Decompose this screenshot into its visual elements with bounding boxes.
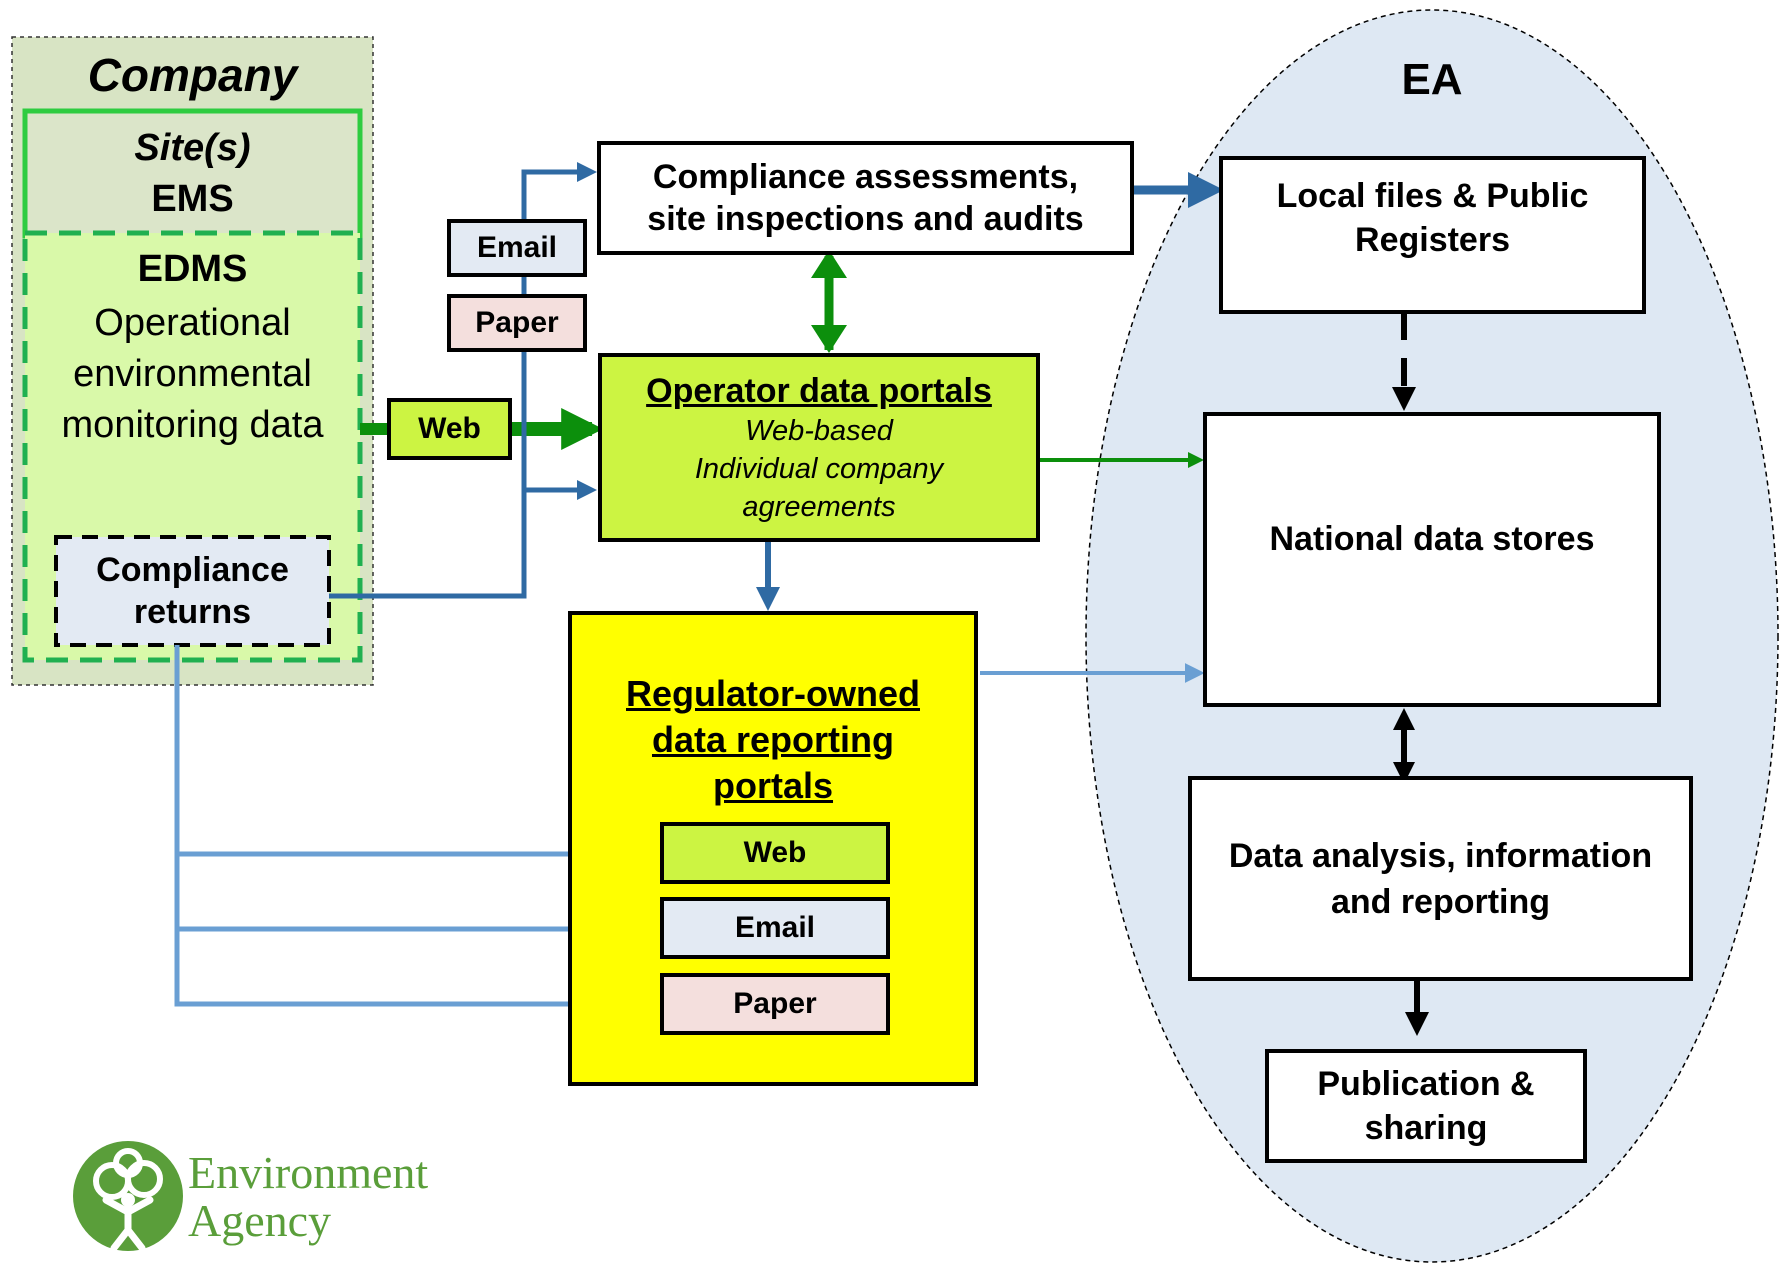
- regulator-portals-title: Regulator-owned data reporting portals: [626, 673, 920, 806]
- ems-label: EMS: [151, 178, 234, 220]
- logo-line2: Agency: [188, 1195, 332, 1246]
- regulator-web: Web: [660, 822, 890, 884]
- compliance-returns-label: Compliance returns: [96, 551, 289, 631]
- regulator-paper: Paper: [660, 973, 890, 1035]
- operator-portals-box: Operator data portals Web-based Individu…: [598, 353, 1040, 542]
- channel-web: Web: [387, 398, 512, 460]
- edms-description: Operational environmental monitoring dat…: [61, 302, 324, 446]
- operator-portals-title: Operator data portals: [646, 371, 992, 410]
- arrow-returns-to-regulator: [174, 645, 662, 1017]
- arrowhead-operator-down: [811, 325, 847, 353]
- logo-line1: Environment: [188, 1147, 429, 1198]
- environment-agency-logo-icon: [73, 1141, 183, 1252]
- data-analysis-box: Data analysis, information and reporting: [1188, 776, 1693, 981]
- ea-title: EA: [1401, 55, 1463, 104]
- arrowhead-analysis-down: [1393, 762, 1415, 784]
- local-files-box: Local files & Public Registers: [1219, 156, 1646, 314]
- compliance-assessments-box: Compliance assessments, site inspections…: [597, 141, 1134, 255]
- site-title: Site(s): [134, 127, 251, 169]
- site-ems-box: [22, 108, 363, 239]
- channel-paper: Paper: [447, 294, 587, 352]
- compliance-returns-box: [54, 535, 331, 647]
- arrowhead-assess-up: [811, 250, 847, 278]
- operator-portals-line1: Web-based: [745, 414, 893, 447]
- operator-portals-line2: Individual company agreements: [694, 452, 944, 523]
- channel-email: Email: [447, 219, 587, 277]
- arrowhead-national-up: [1393, 708, 1415, 730]
- edms-title: EDMS: [137, 248, 248, 290]
- regulator-email: Email: [660, 897, 890, 959]
- company-title: Company: [87, 49, 298, 101]
- national-data-stores-box: National data stores: [1203, 412, 1661, 707]
- publication-box: Publication & sharing: [1265, 1049, 1587, 1163]
- arrow-compliance-trunk: [329, 162, 597, 599]
